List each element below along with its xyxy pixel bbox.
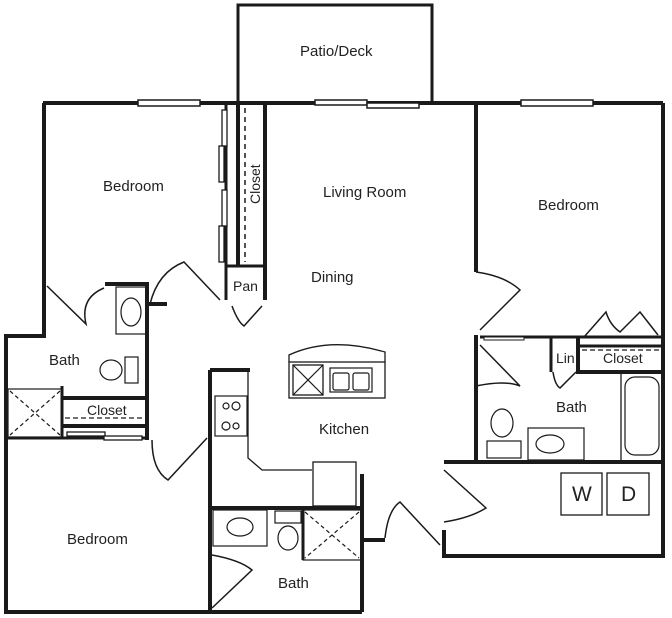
room-label-lin: Lin — [556, 350, 575, 366]
room-label-kitchen: Kitchen — [319, 421, 370, 438]
room-label-closet-e: Closet — [603, 350, 643, 366]
room-label-bath-s: Bath — [278, 575, 309, 592]
room-label-bath-w: Bath — [49, 352, 80, 369]
patio-walls — [236, 3, 434, 102]
room-label-pantry: Pan — [233, 278, 258, 294]
room-label-closet-w: Closet — [87, 402, 127, 418]
washer-label: W — [572, 483, 592, 506]
dryer-label: D — [621, 483, 637, 506]
room-label-bath-e: Bath — [556, 399, 587, 416]
room-label-bedroom-e: Bedroom — [538, 197, 599, 214]
room-label-closet-nw: Closet — [247, 164, 263, 204]
room-label-dining: Dining — [311, 269, 354, 286]
room-label-bedroom-nw: Bedroom — [103, 178, 164, 195]
room-label-patio: Patio/Deck — [300, 43, 373, 60]
room-label-living: Living Room — [323, 184, 407, 201]
room-label-bedroom-sw: Bedroom — [67, 531, 128, 548]
